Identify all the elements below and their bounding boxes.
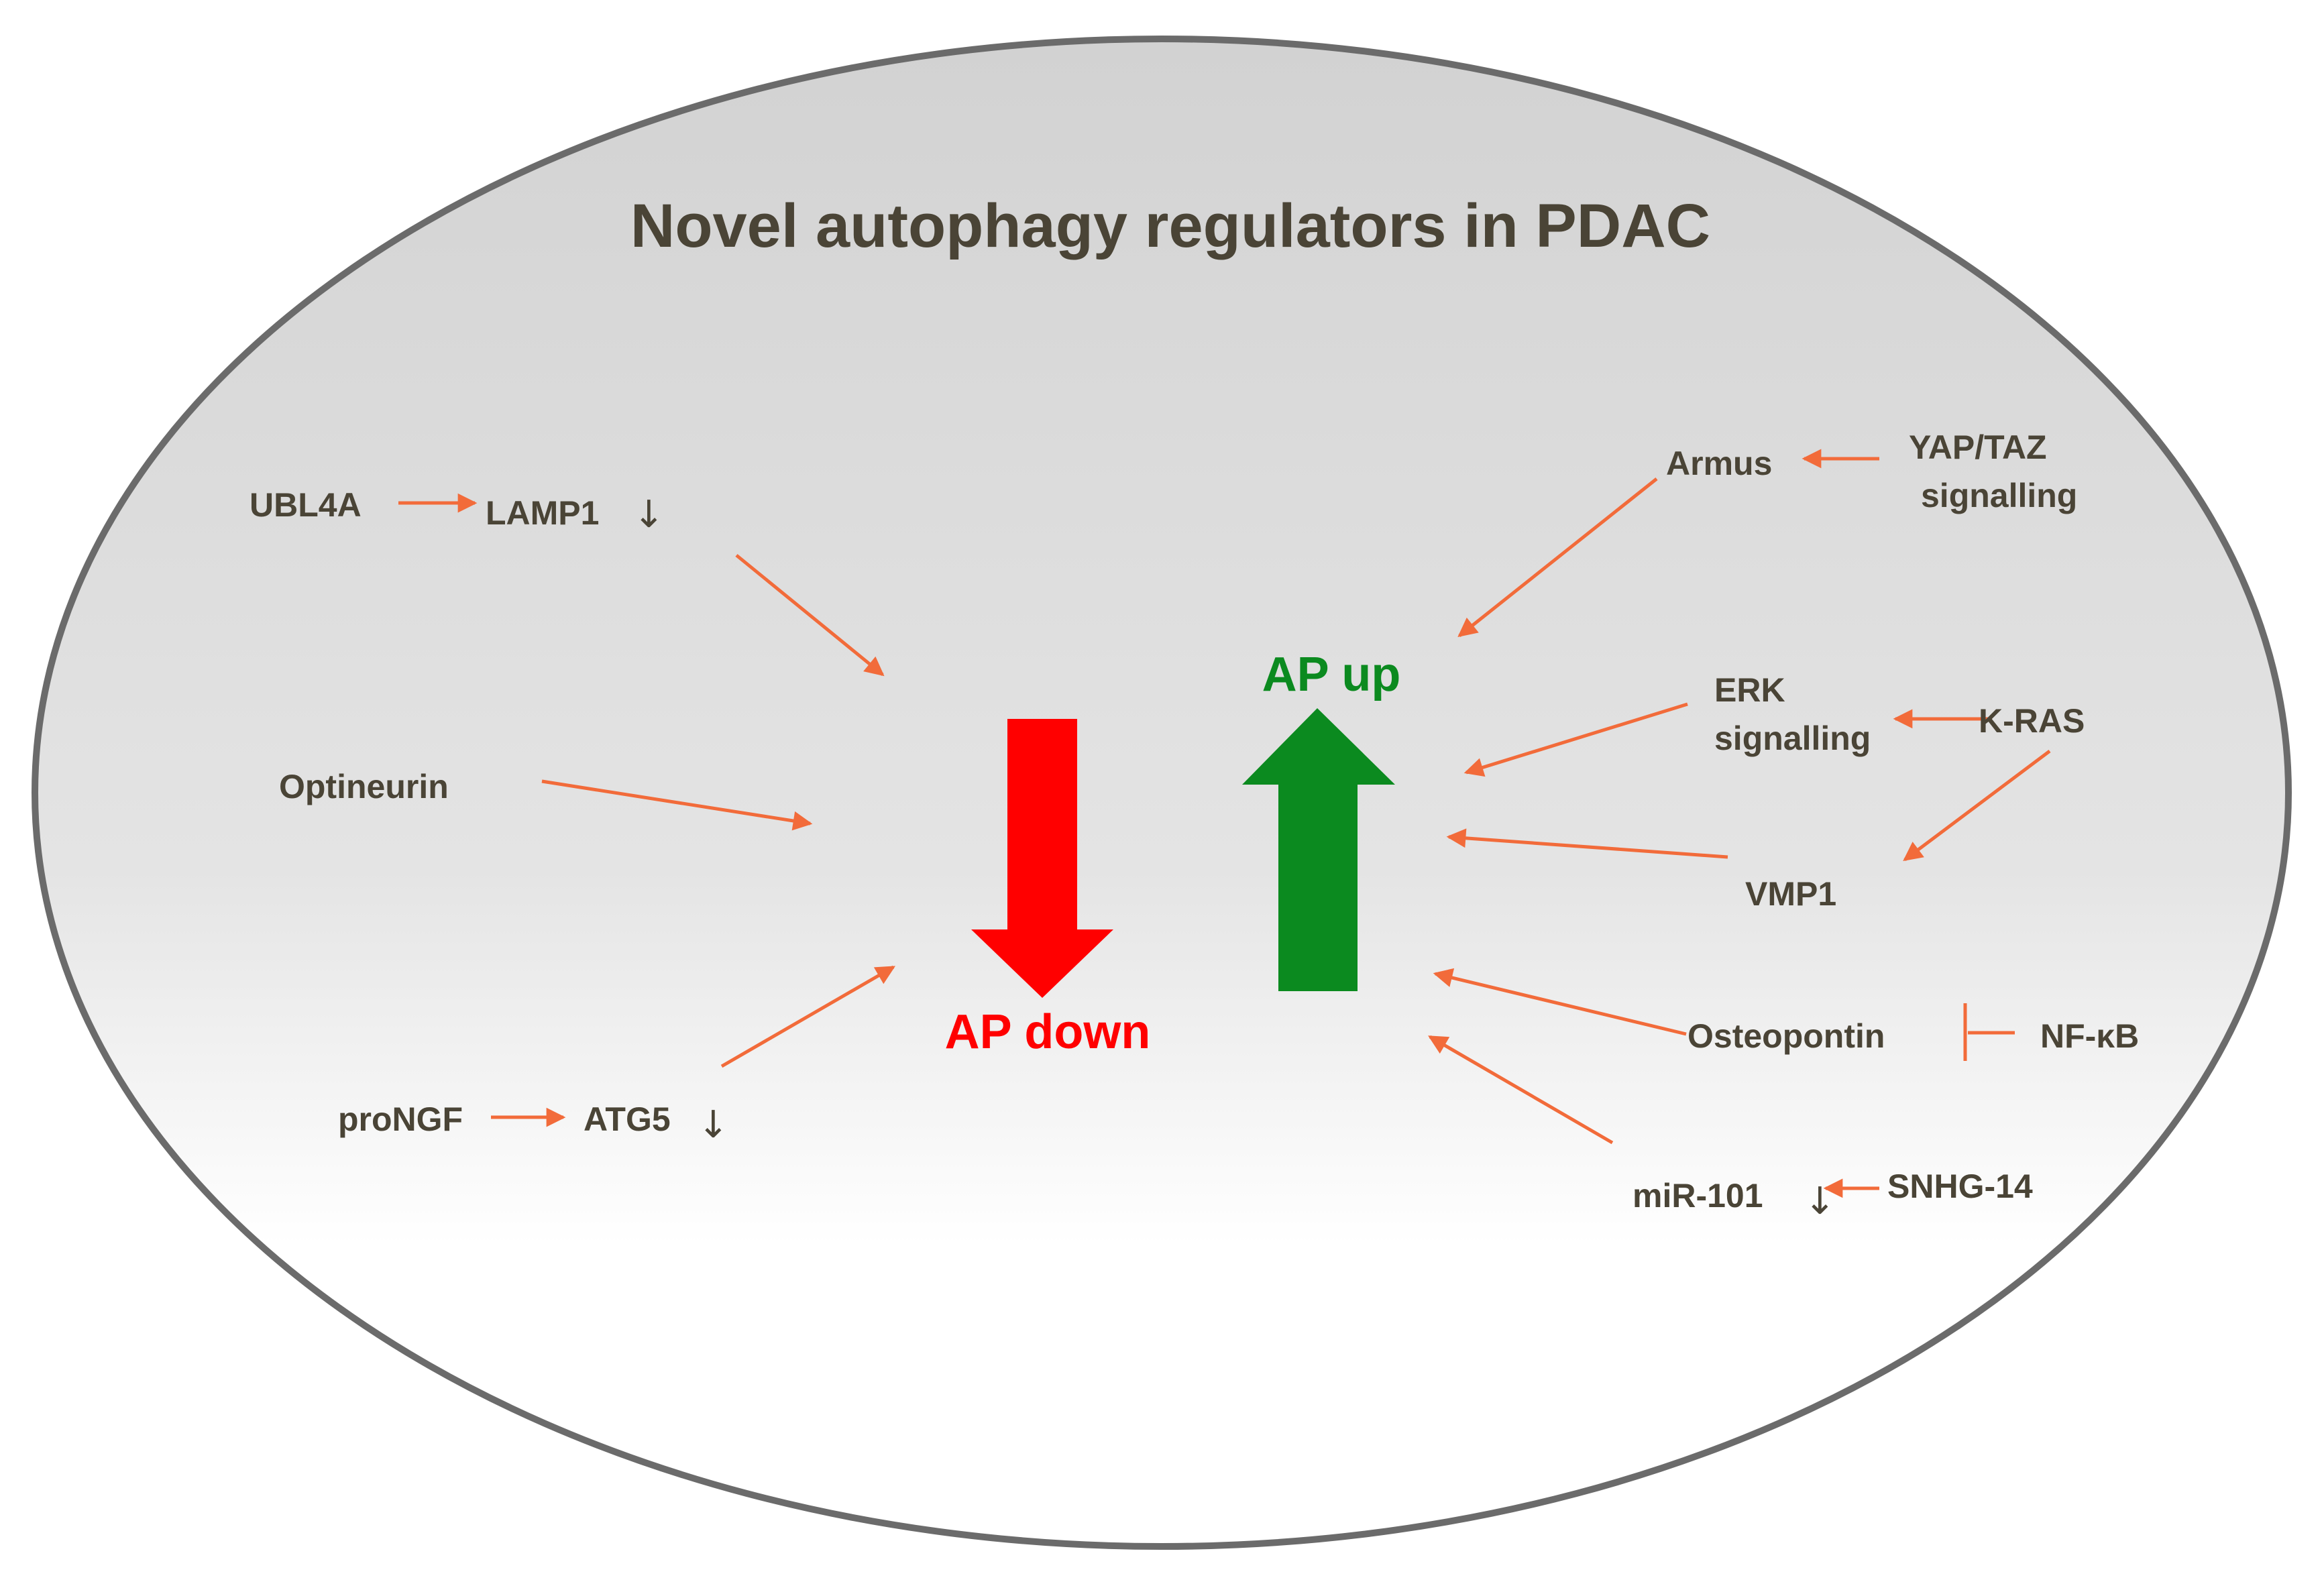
node-prongf: proNGF: [338, 1100, 463, 1138]
edge-vmp1-ap-up: [1446, 828, 1728, 859]
edge-optineurin-ap-down: [541, 779, 813, 831]
node-lamp1-down-arrow: ↓: [633, 493, 665, 536]
ap-up-label: AP up: [1262, 648, 1401, 701]
node-ubl4a: UBL4A: [250, 486, 362, 524]
edges: [398, 449, 2051, 1198]
node-vmp1: VMP1: [1745, 875, 1836, 913]
node-yaptaz-line1: YAP/TAZ: [1909, 429, 2047, 466]
node-mir101-down-arrow: ↓: [1804, 1180, 1836, 1223]
diagram-title: Novel autophagy regulators in PDAC: [630, 192, 1710, 260]
edge-kras-vmp1: [1903, 750, 2051, 861]
node-erk-line2: signalling: [1714, 720, 1871, 757]
node-erk-line1: ERK: [1714, 671, 1785, 709]
edge-osteopontin-ap-up: [1433, 968, 1687, 1036]
node-yaptaz-line2: signalling: [1921, 477, 2077, 514]
edge-lamp1-ap-down: [735, 554, 885, 677]
edge-erk-ap-up: [1463, 702, 1688, 777]
node-lamp1: LAMP1: [486, 494, 599, 532]
edge-armus-ap-up: [1457, 477, 1658, 638]
node-kras: K-RAS: [1979, 702, 2085, 740]
node-atg5: ATG5: [584, 1100, 671, 1138]
ap-down-label: AP down: [945, 1005, 1151, 1059]
node-snhg14: SNHG-14: [1887, 1168, 2033, 1205]
node-armus: Armus: [1666, 445, 1772, 482]
ap-down-arrow: [971, 719, 1113, 998]
ap-up-arrow: [1242, 708, 1395, 991]
edge-atg5-ap-down: [720, 965, 896, 1068]
node-optineurin: Optineurin: [279, 768, 449, 805]
edge-mir101-ap-up: [1428, 1035, 1614, 1145]
node-atg5-down-arrow: ↓: [698, 1103, 729, 1147]
node-mir101: miR-101: [1633, 1177, 1763, 1214]
node-nfkb: NF-κB: [2040, 1017, 2139, 1055]
background-ellipse: [32, 36, 2292, 1550]
node-osteopontin: Osteopontin: [1687, 1017, 1885, 1055]
